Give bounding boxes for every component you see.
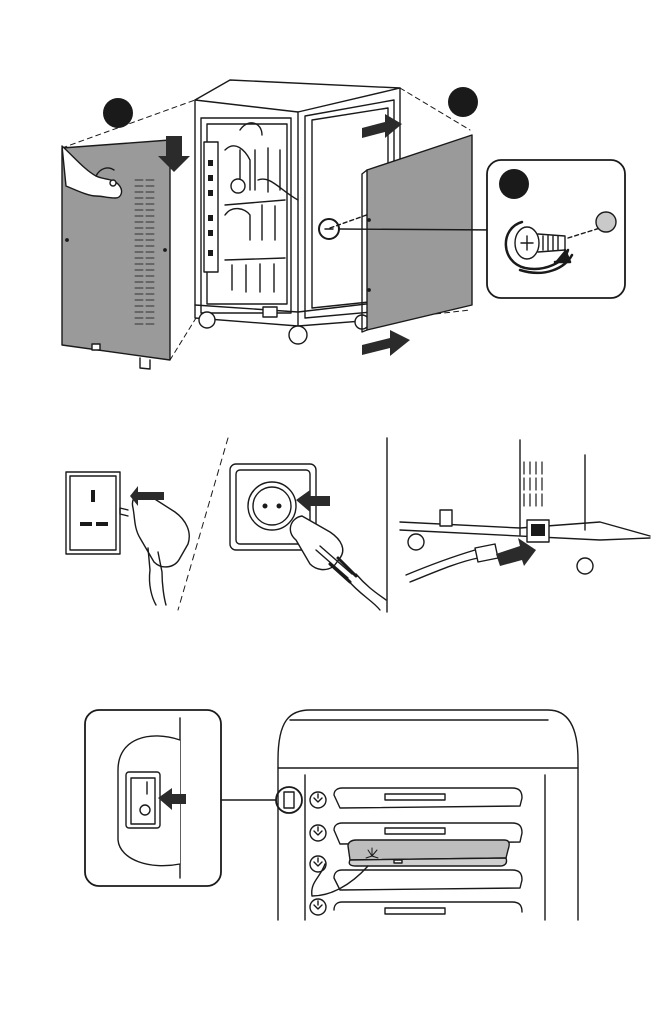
panel-removal-figure [0,0,670,400]
socket-icon-3 [310,856,326,872]
callout-circle-1 [103,98,133,128]
laptop-icon [348,840,509,866]
power-connection-illustration [0,400,670,620]
callout-circle-3 [499,169,529,199]
schuko-plug-icon [290,516,386,610]
arrow-bottom [362,330,410,356]
callout-circle-2 [448,87,478,117]
panel-removal-illustration [0,0,670,400]
rocker-switch-icon [126,772,160,828]
power-switch-illustration [0,620,670,1021]
socket-icon-4 [310,899,326,915]
iec-connector-icon [527,520,549,542]
uk-socket [66,472,120,554]
screw-detail-box [487,160,625,298]
power-connection-figure [0,400,670,620]
switch-detail-box [85,710,221,886]
cabinet-front [278,710,578,920]
power-switch-figure [0,620,670,1021]
socket-icon-1 [310,792,326,808]
uk-plug-icon [120,495,189,606]
socket-icon-2 [310,825,326,841]
